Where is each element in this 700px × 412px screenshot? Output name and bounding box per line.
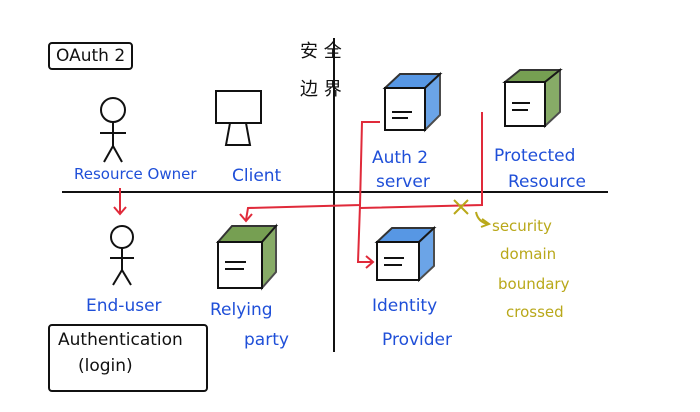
- note-line4: crossed: [506, 303, 564, 321]
- note-line1: security: [492, 217, 552, 235]
- corner-text-line2: 边 界: [300, 79, 342, 100]
- oauth2-tag-label: OAuth 2: [56, 46, 126, 66]
- client-label: Client: [232, 166, 282, 186]
- resource-owner-label: Resource Owner: [74, 165, 197, 183]
- authentication-tag-line1: Authentication: [58, 330, 183, 350]
- note-line3: boundary: [498, 275, 570, 293]
- note-line2: domain: [500, 245, 557, 263]
- boundary-crossed-marker: [453, 199, 492, 228]
- auth-server-icon: [382, 71, 443, 133]
- resource-owner-figure: [100, 97, 126, 163]
- identity-provider-icon: [374, 225, 437, 283]
- identity-provider-label-line2: Provider: [382, 330, 452, 350]
- oauth2-tag: OAuth 2: [48, 42, 134, 70]
- relying-party-label-line2: party: [244, 330, 289, 350]
- protected-resource-icon: [502, 67, 563, 129]
- mapping-arrows: [113, 112, 483, 269]
- auth-server-label-line2: server: [376, 172, 430, 192]
- corner-text-line1: 安 全: [300, 41, 342, 62]
- arrow-auth-server-to-identity-provider: [356, 204, 372, 263]
- end-user-label: End-user: [86, 296, 162, 316]
- relying-party-label-line1: Relying: [210, 300, 273, 320]
- protected-resource-label-line2: Resource: [508, 172, 586, 192]
- authentication-tag: Authentication (login): [48, 324, 208, 392]
- identity-provider-label-line1: Identity: [372, 296, 438, 316]
- authentication-tag-line2: (login): [78, 356, 133, 376]
- auth-server-label-line1: Auth 2: [372, 148, 429, 168]
- protected-resource-label-line1: Protected: [494, 146, 576, 166]
- end-user-figure: [110, 225, 134, 286]
- client-monitor-icon: [215, 90, 262, 146]
- relying-party-icon: [215, 223, 279, 291]
